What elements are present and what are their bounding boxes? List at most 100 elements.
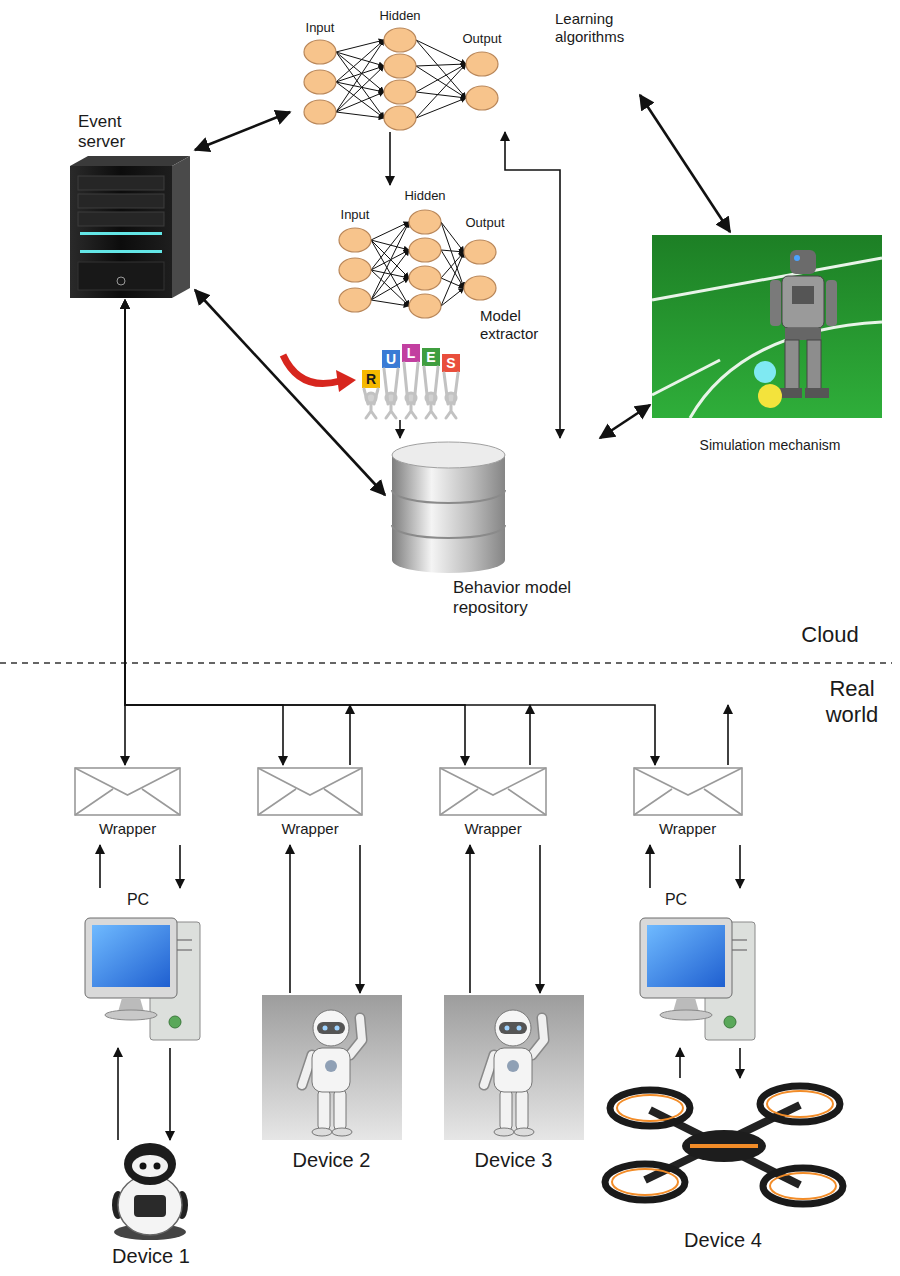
curved-arrow [336,370,356,392]
neuron [304,40,336,64]
connector-line [125,300,465,765]
drone [612,1169,678,1195]
connector [505,132,560,438]
neuron [339,288,371,312]
neural-net [336,66,384,112]
humanoid-robot [318,1090,330,1130]
connector-line [679,1048,681,1078]
connector-line [727,705,729,765]
drone [682,1130,766,1162]
humanoid-robot [262,995,402,1140]
drone [605,1086,843,1204]
humanoid-robot [532,1018,544,1055]
connector-line [649,845,651,888]
humanoid-robot [312,1128,332,1136]
pc-icon [647,925,725,987]
connector-line [505,132,560,438]
humanoid-robot [444,995,584,1140]
rules-figure [382,350,400,368]
neural-net [371,222,409,270]
neuron [466,86,498,110]
humanoid-robot [312,1048,350,1092]
rules-figure [402,344,420,362]
server-icon [80,250,162,253]
connector [680,1048,740,1078]
neural-net [371,270,409,278]
envelope-icon [75,768,742,815]
humanoid-robot [517,1026,522,1031]
humanoid-robot [313,1010,349,1046]
neural-net [441,288,464,306]
humanoid-robot [484,1055,494,1085]
region-label: Real world [810,676,894,729]
wheeled-robot [140,1163,147,1170]
humanoid-robot [323,1026,328,1031]
connector-line [640,95,730,232]
envelope-icon [440,768,546,815]
neural-net [336,82,384,118]
device: Device 1 [85,1140,219,1272]
drone [760,1086,840,1122]
neural-net [416,64,466,118]
behavior-repository: Behavior model repository [385,438,645,623]
server-icon [70,156,190,166]
component-label: Simulation mechanism [685,437,855,454]
neuron [384,80,416,104]
server-icon [78,176,164,190]
humanoid-robot [335,1026,340,1031]
drone [690,1144,758,1148]
neural-net [441,252,464,306]
rules-letter: S [442,354,460,372]
database-cylinder [392,455,505,560]
connector-line [399,420,401,438]
neural-net [371,250,409,300]
envelope-icon [634,768,742,815]
neuron [409,238,441,262]
humanoid-robot [494,1128,514,1136]
connector [100,845,180,888]
cloud-boundary [0,662,892,664]
neuron [339,258,371,282]
pc-icon [169,1016,181,1028]
humanoid-robot [507,1060,519,1072]
device: Device 3 [440,993,589,1185]
neural-net [416,92,466,98]
server-icon [78,212,164,226]
humanoid-robot [262,995,402,1140]
server-icon [70,166,172,298]
wrapper: Wrapper [437,765,551,845]
wheeled-robot [124,1143,176,1185]
connector [390,132,391,185]
humanoid-robot [334,1090,346,1130]
device-label: Device 4 [598,1228,848,1252]
simulation-scene [652,235,882,418]
pc-label: PC [118,890,158,909]
wrapper-label: Wrapper [437,820,549,838]
pc-icon [92,925,170,987]
connector-line [125,300,655,765]
rules-figure [404,363,418,418]
neural-net [336,92,384,112]
neural-net [441,252,464,278]
event-server: Event server [50,110,195,300]
rules-figure [362,370,380,388]
rules-figure [364,389,378,418]
humanoid-robot [514,1128,534,1136]
connector-line [469,845,471,993]
rules-figure [384,369,398,418]
device: Device 2 [258,993,407,1185]
database-cylinder [392,442,505,573]
pc-label: PC [656,890,696,909]
neuron [464,276,496,300]
database-cylinder [392,547,505,573]
pc: PC [628,888,760,1048]
connector-line [600,405,650,438]
database-cylinder [392,525,505,538]
neuron [304,70,336,94]
neural-net [416,40,466,64]
simulation-scene [794,255,800,261]
connector [195,112,290,150]
envelope-icon [634,768,742,815]
simulation-mechanism: Simulation mechanism [650,232,885,462]
